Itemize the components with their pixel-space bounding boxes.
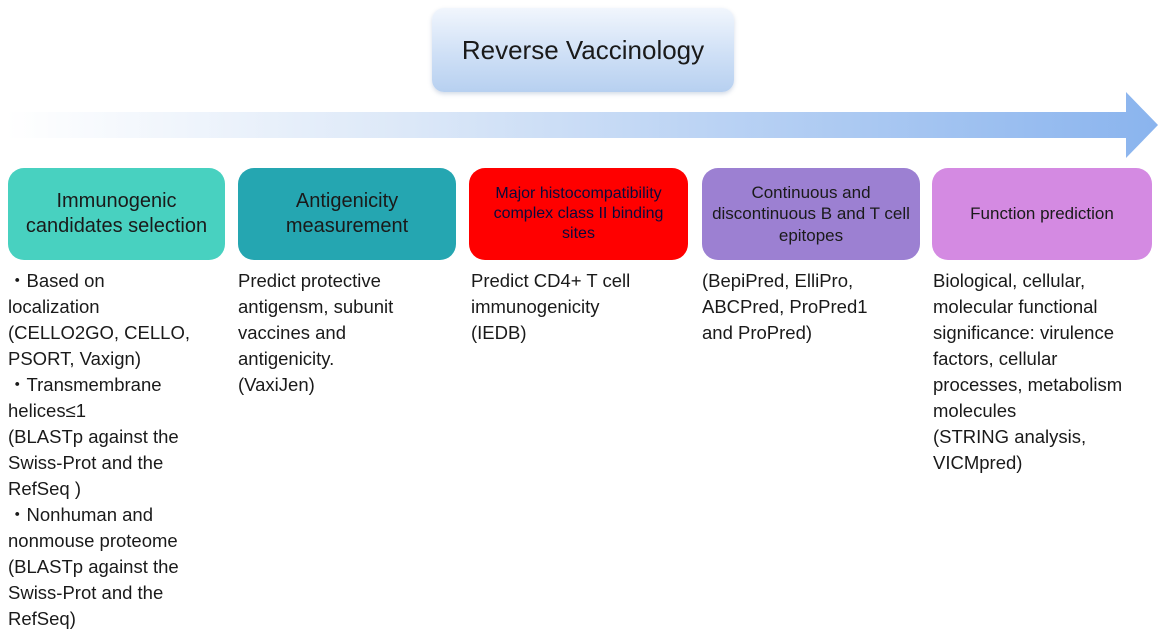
description-line: Predict CD4+ T cell <box>471 270 631 291</box>
description-line: and ProPred) <box>702 322 813 343</box>
stage-b-and-t-cell-epitopes: Continuous and discontinuous B and T cel… <box>702 168 920 260</box>
description-line: immunogenicity <box>471 296 600 317</box>
arrow-shape <box>6 92 1158 158</box>
description-line: molecules <box>933 400 1017 421</box>
stage-label: Function prediction <box>970 204 1114 224</box>
description-line: PSORT, Vaxign) <box>8 348 141 369</box>
description-line: molecular functional <box>933 296 1098 317</box>
description-immunogenic-candidates-selection: ・Based on localization (CELLO2GO, CELLO,… <box>8 268 233 632</box>
description-line: significance: virulence <box>933 322 1114 343</box>
stage-label: Continuous and discontinuous B and T cel… <box>712 183 910 245</box>
description-line: ・Nonhuman and <box>8 504 154 525</box>
description-line: factors, cellular <box>933 348 1058 369</box>
description-line: ABCPred, ProPred1 <box>702 296 868 317</box>
description-line: Predict protective <box>238 270 381 291</box>
description-line: nonmouse proteome <box>8 530 178 551</box>
diagram-title: Reverse Vaccinology <box>461 34 705 65</box>
description-line: antigensm, subunit <box>238 296 394 317</box>
description-line: (BLASTp against the <box>8 556 179 577</box>
description-line: vaccines and <box>238 322 346 343</box>
description-line: processes, metabolism <box>933 374 1123 395</box>
description-line: helices≤1 <box>8 400 87 421</box>
stage-label: Antigenicity measurement <box>285 190 409 237</box>
description-mhc-class-ii-binding-sites: Predict CD4+ T cell immunogenicity (IEDB… <box>471 268 696 346</box>
timeline-arrow <box>6 92 1158 158</box>
description-line: (BLASTp against the <box>8 426 179 447</box>
description-line: (STRING analysis, <box>933 426 1087 447</box>
description-line: (BepiPred, ElliPro, <box>702 270 854 291</box>
description-line: RefSeq ) <box>8 478 82 499</box>
description-line: RefSeq) <box>8 608 76 629</box>
description-line: ・Transmembrane <box>8 374 162 395</box>
stage-antigenicity-measurement: Antigenicity measurement <box>238 168 456 260</box>
stage-label: Immunogenic candidates selection <box>25 190 208 237</box>
title-box: Reverse Vaccinology <box>432 8 734 92</box>
description-line: VICMpred) <box>933 452 1023 473</box>
description-line: Biological, cellular, <box>933 270 1086 291</box>
description-line: (VaxiJen) <box>238 374 315 395</box>
description-line: (IEDB) <box>471 322 527 343</box>
description-b-and-t-cell-epitopes: (BepiPred, ElliPro, ABCPred, ProPred1 an… <box>702 268 927 346</box>
description-antigenicity-measurement: Predict protective antigensm, subunit va… <box>238 268 463 398</box>
description-line: localization <box>8 296 100 317</box>
stage-label: Major histocompatibility complex class I… <box>493 185 664 242</box>
description-line: Swiss-Prot and the <box>8 582 164 603</box>
stage-mhc-class-ii-binding-sites: Major histocompatibility complex class I… <box>469 168 688 260</box>
description-line: Swiss-Prot and the <box>8 452 164 473</box>
stage-immunogenic-candidates-selection: Immunogenic candidates selection <box>8 168 225 260</box>
description-line: ・Based on <box>8 270 105 291</box>
description-line: antigenicity. <box>238 348 335 369</box>
stage-function-prediction: Function prediction <box>932 168 1152 260</box>
description-line: (CELLO2GO, CELLO, <box>8 322 190 343</box>
description-function-prediction: Biological, cellular, molecular function… <box>933 268 1165 476</box>
